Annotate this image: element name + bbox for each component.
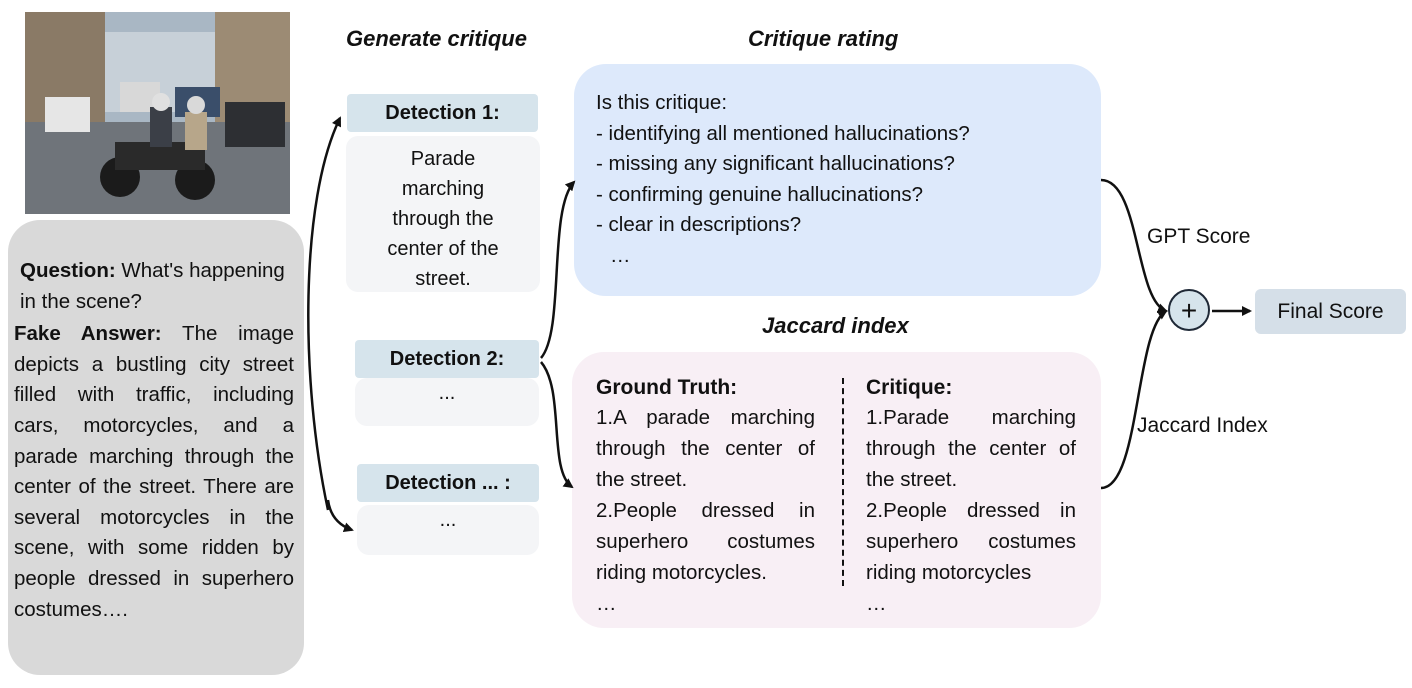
critique-rating-heading: Critique rating (748, 26, 899, 51)
rating-line: - missing any significant hallucinations… (596, 152, 955, 175)
detection-more-body: ... (357, 505, 539, 555)
arrow-jaccard-to-plus (1100, 309, 1168, 490)
rating-line: Is this critique: (596, 91, 728, 114)
rating-line: - clear in descriptions? (596, 213, 802, 236)
detection-1-body: Parade marching through the center of th… (346, 136, 540, 292)
detection-2-text: ... (438, 382, 456, 404)
arrow-to-detection-more (326, 499, 354, 533)
gpt-score-label: GPT Score (1147, 225, 1251, 248)
critique-rating-box (574, 64, 1101, 296)
rating-line: - identifying all mentioned hallucinatio… (596, 121, 970, 145)
critique-item: 2.People dressed in superhero costumes r… (866, 499, 1076, 584)
ground-truth-item: 1.A parade marching through the center o… (596, 406, 815, 491)
detection-2-body: ... (355, 378, 539, 426)
ground-truth-ellipsis: … (596, 592, 617, 615)
arrow-to-critique-rating (540, 180, 576, 359)
generate-critique-heading: Generate critique (346, 26, 527, 51)
answer-label: Fake Answer: (14, 322, 162, 346)
arrow-to-jaccard-index (540, 361, 574, 489)
ground-truth-item: 2.People dressed in superhero costumes r… (596, 499, 815, 584)
critique-ellipsis: … (866, 592, 887, 615)
critique-title: Critique: (866, 376, 953, 399)
ground-truth-column: Ground Truth: 1.A parade marching throug… (596, 372, 815, 619)
detection-2-tab: Detection 2: (355, 340, 539, 378)
jaccard-index-box (572, 352, 1101, 628)
question-label: Question: (20, 259, 116, 282)
jaccard-index-heading: Jaccard index (762, 313, 909, 338)
rating-line: … (610, 243, 631, 267)
street-scene-photo (25, 12, 290, 214)
column-divider (842, 378, 844, 586)
rating-line: - confirming genuine hallucinations? (596, 182, 924, 206)
detection-more-tab: Detection ... : (357, 464, 539, 502)
question-text: What's happening in the scene? (20, 259, 285, 313)
critique-item: 1.Parade marching through the center of … (866, 406, 1076, 491)
detection-1-text: Parade marching through the center of th… (387, 148, 499, 290)
arrow-to-detection-1 (307, 116, 342, 511)
plus-icon: + (1168, 289, 1210, 331)
critique-column: Critique: 1.Parade marching through the … (866, 372, 1076, 619)
critique-rating-questions: Is this critique: - identifying all ment… (596, 88, 1076, 271)
arrow-rating-to-plus (1100, 178, 1168, 314)
question-answer-text: Question: What's happening in the scene?… (14, 256, 294, 625)
answer-text: The image depicts a bustling city street… (14, 322, 294, 621)
detection-1-tab: Detection 1: (347, 94, 538, 132)
final-score-box: Final Score (1255, 289, 1406, 334)
question-answer-panel (8, 220, 304, 675)
detection-more-text: ... (439, 509, 457, 531)
ground-truth-title: Ground Truth: (596, 376, 738, 399)
jaccard-index-label: Jaccard Index (1137, 414, 1268, 437)
